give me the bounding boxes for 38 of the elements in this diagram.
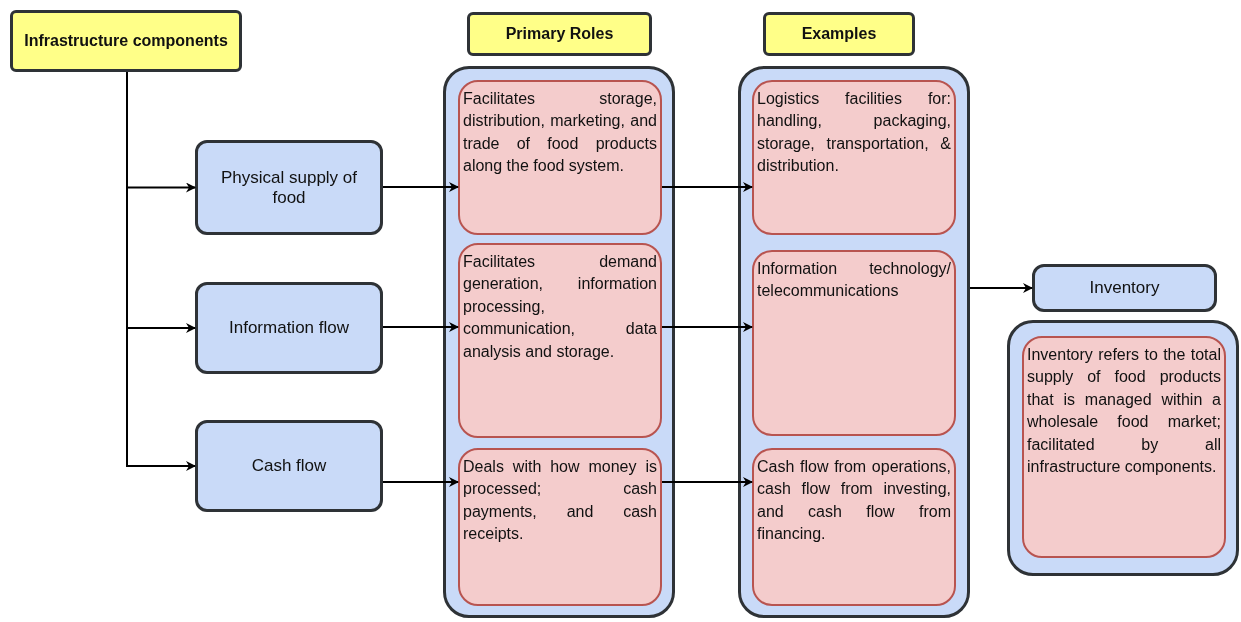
box-text: Cash flow from operations, cash flow from investing, and cash flow from financing. <box>757 457 951 545</box>
process-box <box>195 140 383 235</box>
description-box <box>458 448 662 606</box>
arrow <box>382 182 459 192</box>
box-text: Deals with how money is processed; cash payments, and cash receipts. <box>463 457 657 545</box>
heading-box <box>763 12 915 56</box>
description-box <box>458 80 662 235</box>
arrow <box>661 182 753 192</box>
box-text: Physical supply of food <box>219 167 359 208</box>
heading-box <box>10 10 242 72</box>
box-text: Information flow <box>229 318 349 338</box>
box-text: Facilitates storage, distribution, marketing, and trade of food products along the food system. <box>463 89 657 177</box>
process-box <box>1032 264 1217 312</box>
description-box <box>1022 336 1226 558</box>
arrow <box>661 477 753 487</box>
arrow <box>382 322 459 332</box>
box-text: Facilitates demand generation, information processing, communication, data analysis and storage. <box>463 252 657 362</box>
box-text: Cash flow <box>251 456 327 476</box>
box-text: Information technology/ telecommunications <box>757 259 951 302</box>
process-box <box>195 420 383 512</box>
box-text: Logistics facilities for: handling, packaging, storage, transportation, & distribution. <box>757 89 951 177</box>
group-panel <box>738 66 970 618</box>
group-panel <box>1007 320 1239 576</box>
heading-text: Infrastructure components <box>24 32 228 50</box>
box-text: Inventory refers to the total supply of food products that is managed within a wholesale food market; facilitated by all infrastructure components. <box>1027 345 1221 477</box>
description-box <box>752 250 956 436</box>
heading-text: Examples <box>801 25 877 43</box>
description-box <box>752 448 956 606</box>
heading-box <box>467 12 652 56</box>
arrow <box>969 283 1033 293</box>
description-box <box>458 243 662 438</box>
arrow <box>382 477 459 487</box>
arrow <box>661 322 753 332</box>
description-box <box>752 80 956 235</box>
box-text: Inventory <box>1089 278 1160 298</box>
heading-text: Primary Roles <box>505 25 614 43</box>
process-box <box>195 282 383 374</box>
group-panel <box>443 66 675 618</box>
